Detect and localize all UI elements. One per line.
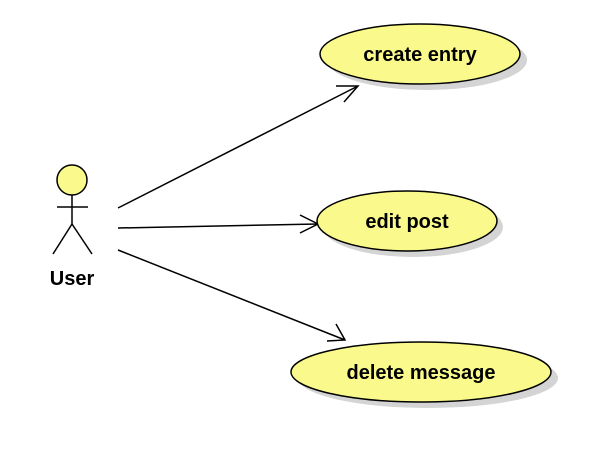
use-case-ellipse (316, 190, 498, 252)
association-edit-post (117, 214, 320, 234)
actor-right-leg (71, 223, 93, 255)
use-case-create-entry[interactable]: create entry (319, 23, 527, 90)
association-create-entry (117, 85, 360, 209)
use-case-edit-post[interactable]: edit post (316, 190, 503, 257)
use-case-label: edit post (365, 211, 449, 233)
association-delete-message (117, 249, 347, 342)
use-case-label: delete message (347, 362, 496, 384)
actor-left-leg (52, 223, 73, 255)
actor-label: User (50, 268, 95, 290)
actor-head (56, 164, 88, 196)
use-case-label: create entry (363, 44, 477, 66)
use-case-ellipse (319, 23, 521, 85)
use-case-ellipse (290, 341, 552, 403)
actor-user[interactable]: User (50, 164, 95, 290)
use-case-delete-message[interactable]: delete message (290, 341, 558, 408)
